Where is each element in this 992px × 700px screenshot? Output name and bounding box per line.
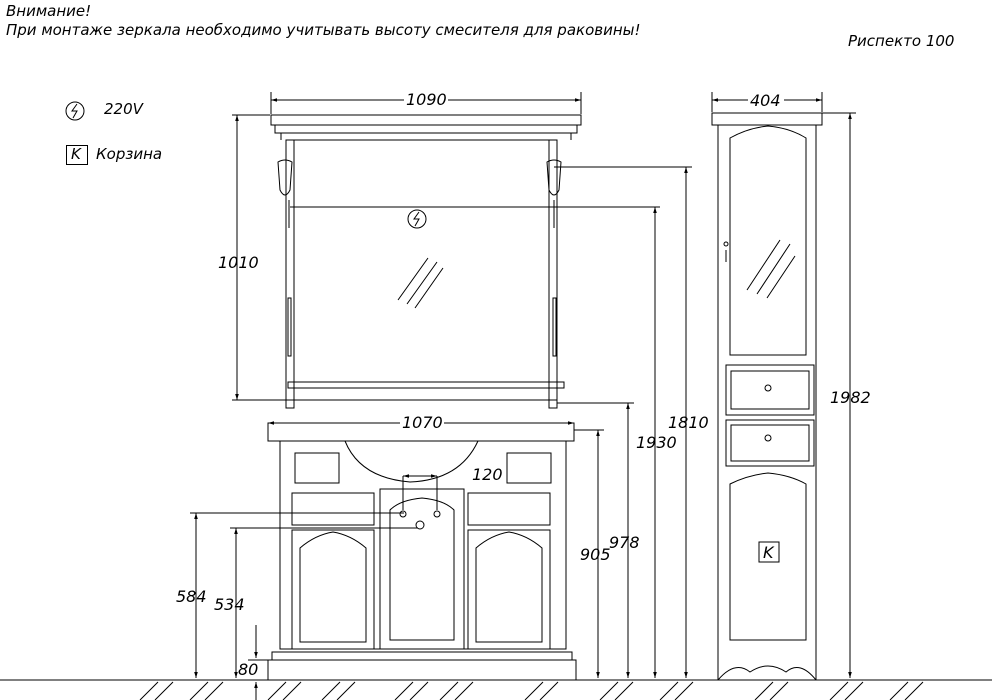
dim-height-905: 905 [580, 545, 611, 564]
dim-mirror-height: 1010 [218, 253, 259, 272]
power-outlet-icon [65, 101, 85, 121]
dim-cabinet-width: 404 [750, 91, 781, 110]
legend-basket-label: Корзина [96, 145, 163, 163]
warning-title: Внимание! [6, 2, 92, 20]
cabinet-basket-symbol: K [763, 543, 775, 562]
dim-height-1930: 1930 [636, 433, 677, 452]
dim-height-1810: 1810 [668, 413, 709, 432]
model-name: Риспекто 100 [848, 32, 955, 50]
dim-height-978: 978 [609, 533, 640, 552]
tall-cabinet [711, 112, 823, 681]
dim-plinth-80: 80 [238, 660, 258, 679]
basket-box-icon [66, 145, 88, 165]
dim-faucet-offset: 120 [472, 465, 503, 484]
dim-cabinet-height: 1982 [830, 388, 871, 407]
legend-basket-symbol: K [71, 145, 81, 163]
legend-power-label: 220V [104, 100, 143, 118]
dim-vanity-width: 1070 [402, 413, 443, 432]
mirror-power-outlet-icon [407, 209, 427, 229]
dimension-lines [190, 92, 856, 700]
legend-power: 220V [64, 100, 143, 128]
warning-text: При монтаже зеркала необходимо учитывать… [6, 21, 641, 39]
cabinet-basket-icon [758, 541, 780, 563]
vanity [267, 422, 577, 681]
floor [0, 679, 992, 700]
dim-height-584: 584 [176, 587, 207, 606]
dim-height-534: 534 [214, 595, 245, 614]
dim-mirror-width: 1090 [406, 90, 447, 109]
mirror [270, 114, 582, 409]
